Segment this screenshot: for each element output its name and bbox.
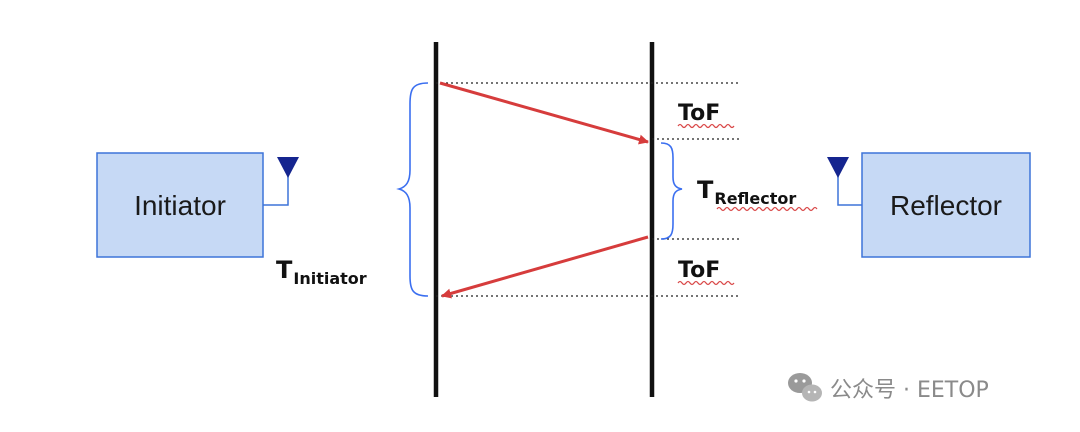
reflector-interval-brace [660, 142, 683, 240]
t-initiator-label: TInitiator [276, 256, 367, 288]
t-reflector-label: TReflector [697, 176, 796, 208]
reflector-antenna-icon [827, 157, 849, 178]
t-reflector-subscript: Reflector [714, 189, 796, 208]
t-reflector-main: T [697, 176, 714, 204]
tof-bottom-spellcheck-underline [677, 280, 735, 286]
initiator-label: Initiator [134, 190, 226, 221]
reflector-device: Reflector [827, 152, 1031, 258]
tof-bottom-label: ToF [678, 258, 720, 283]
wechat-icon [788, 373, 822, 402]
reflector-label: Reflector [890, 190, 1002, 221]
watermark-text: 公众号 · EETOP [830, 378, 989, 403]
initiator-box [96, 152, 264, 258]
t-initiator-main: T [276, 256, 293, 284]
tof-top-label: ToF [678, 101, 720, 126]
watermark: 公众号 · EETOP [788, 373, 989, 403]
reflector-box [861, 152, 1031, 258]
return-signal-arrow [441, 235, 649, 299]
initiator-antenna-feed [263, 176, 289, 206]
t-initiator-subscript: Initiator [293, 269, 366, 288]
time-markers [436, 82, 740, 297]
t-reflector-spellcheck-underline [716, 206, 818, 212]
outbound-signal-arrow [439, 81, 649, 145]
initiator-interval-brace [396, 82, 429, 297]
initiator-antenna-icon [277, 157, 299, 178]
reflector-antenna-feed [837, 176, 862, 206]
tof-top-spellcheck-underline [677, 123, 735, 129]
initiator-device: Initiator [96, 152, 299, 258]
